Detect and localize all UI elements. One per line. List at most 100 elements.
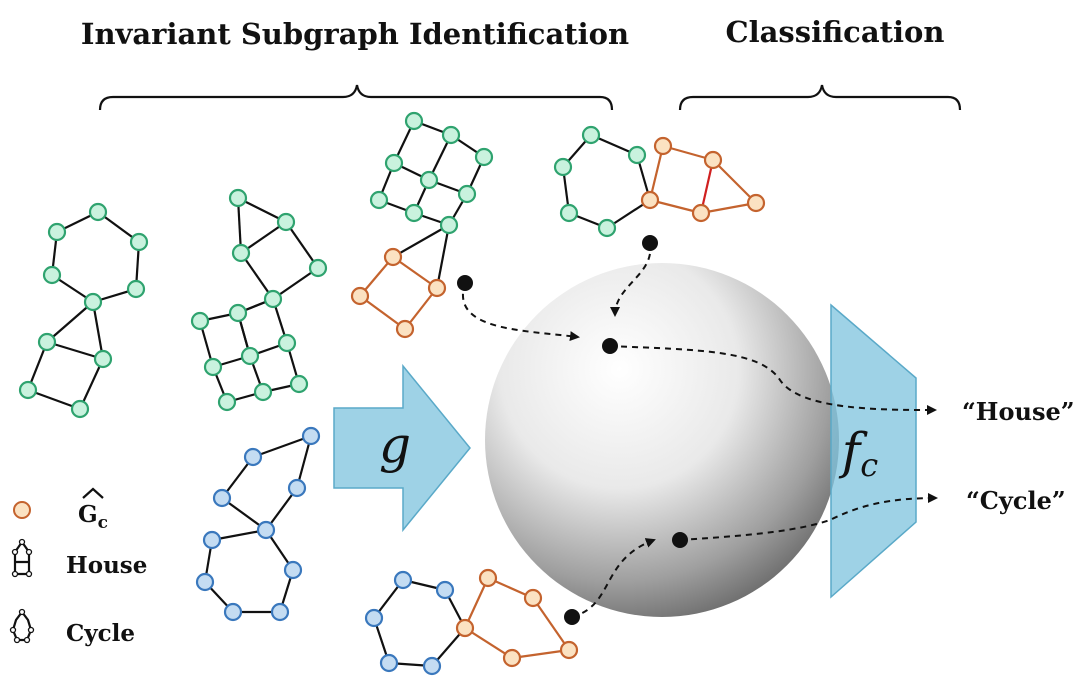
graph-edge [511,648,570,660]
graph-edge [712,159,757,204]
arrow-sphere-to-cycle [679,493,938,541]
graph-edge [700,201,757,215]
graph-node [746,193,766,213]
graph-edge [211,528,267,542]
graph-layer [18,111,766,676]
graph-node [308,258,328,278]
graph-node [559,203,579,223]
graph-node [474,147,494,167]
graph-node [419,170,439,190]
graph-node [404,203,424,223]
arrow-sphere-to-house [609,345,937,415]
graph-edge [464,627,513,659]
graph-blue-cycle [195,426,321,622]
graph-edge [46,340,104,361]
embedding-point-house [602,338,618,354]
graph-node [223,602,243,622]
heading-classification: Classification [726,15,945,49]
graph-node [195,572,215,592]
graph-node [47,222,67,242]
encoder-symbol: g [379,416,411,474]
output-house: “House” [962,397,1075,426]
graph-node [93,349,113,369]
graph-blue-hexagon-orange [364,568,579,676]
legend-cycle-icon [9,608,35,644]
graph-edge [91,301,105,360]
graph-node [703,150,723,170]
legend-gc-node [13,501,31,519]
graph-node [478,568,498,588]
graph-node [364,608,384,628]
graph-node [42,265,62,285]
graph-node [379,653,399,673]
embedding-point-top-source [642,235,658,251]
graph-node [350,286,370,306]
graph-node [301,426,321,446]
graph-node [277,333,297,353]
graph-node [393,570,413,590]
graph-node [228,303,248,323]
graph-node [283,560,303,580]
graph-node [427,278,447,298]
graph-wheel-grid [190,188,328,412]
graph-edge [79,358,104,410]
embedding-point-house-source [457,275,473,291]
graph-node [553,157,573,177]
graph-edge [46,301,94,343]
graph-edge [285,221,319,269]
graph-hexagon-house [18,202,149,419]
output-cycle: “Cycle” [966,486,1066,515]
graph-node [83,292,103,312]
graph-edge [464,577,489,629]
graph-node [559,640,579,660]
graph-node [439,215,459,235]
graph-node [627,145,647,165]
graph-node [217,392,237,412]
legend-gc-label: Gc [78,501,108,533]
graph-node [383,247,403,267]
graph-node [203,357,223,377]
graph-node [243,447,263,467]
graph-node [228,188,248,208]
classifier-block [830,303,917,599]
graph-node [369,190,389,210]
graph-node [256,520,276,540]
graph-node [263,289,283,309]
graph-node [88,202,108,222]
graph-node [18,380,38,400]
graph-grid-orange-house [350,111,494,339]
legend-house-label: House [66,552,147,579]
legend-cycle-label: Cycle [66,620,135,647]
graph-node [455,618,475,638]
graph-node [422,656,442,676]
graph-edge [532,597,570,651]
graph-node [441,125,461,145]
graph-edge [435,224,451,289]
graph-node [435,580,455,600]
encoder-arrow [333,363,471,533]
graph-node [240,346,260,366]
graph-node [37,332,57,352]
graph-node [212,488,232,508]
graph-edge [252,434,312,459]
graph-node [653,136,673,156]
legend-house-icon [11,538,33,578]
graph-node [270,602,290,622]
graph-node [276,212,296,232]
graph-node [190,311,210,331]
graph-node [691,203,711,223]
legend-hat [82,487,104,499]
graph-edge [359,295,406,330]
embedding-point-cycle-source [564,609,580,625]
graph-node [640,190,660,210]
graph-edge [240,221,287,254]
graph-node [289,374,309,394]
graph-node [502,648,522,668]
arrow-house-graph-to-sphere [462,282,580,342]
graph-node [287,478,307,498]
graph-edge [392,224,450,258]
embedding-sphere [485,263,839,617]
graph-node [395,319,415,339]
graph-node [126,279,146,299]
brace-right [678,84,962,111]
